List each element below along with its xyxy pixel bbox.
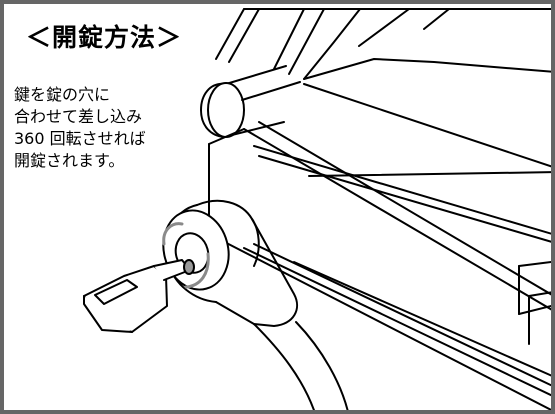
instruction-line-4: 開錠されます。: [14, 151, 125, 170]
laptop-hinge: [215, 8, 551, 80]
key-slot: [183, 259, 195, 275]
cable-lock: [162, 199, 349, 410]
instruction-line-1: 鍵を錠の穴に: [14, 85, 111, 104]
instruction-line-3: 360 回転させれば: [14, 129, 146, 148]
instruction-text: 鍵を錠の穴に 合わせて差し込み 360 回転させれば 開錠されます。: [14, 84, 214, 172]
page-title: ＜開錠方法＞: [26, 23, 183, 52]
rotation-arrow: [162, 222, 210, 289]
key: [83, 259, 191, 333]
lock-illustration: [83, 8, 551, 410]
instruction-line-2: 合わせて差し込み: [14, 107, 143, 126]
laptop-body: [208, 83, 551, 410]
hinge-cylinder: [200, 65, 301, 138]
